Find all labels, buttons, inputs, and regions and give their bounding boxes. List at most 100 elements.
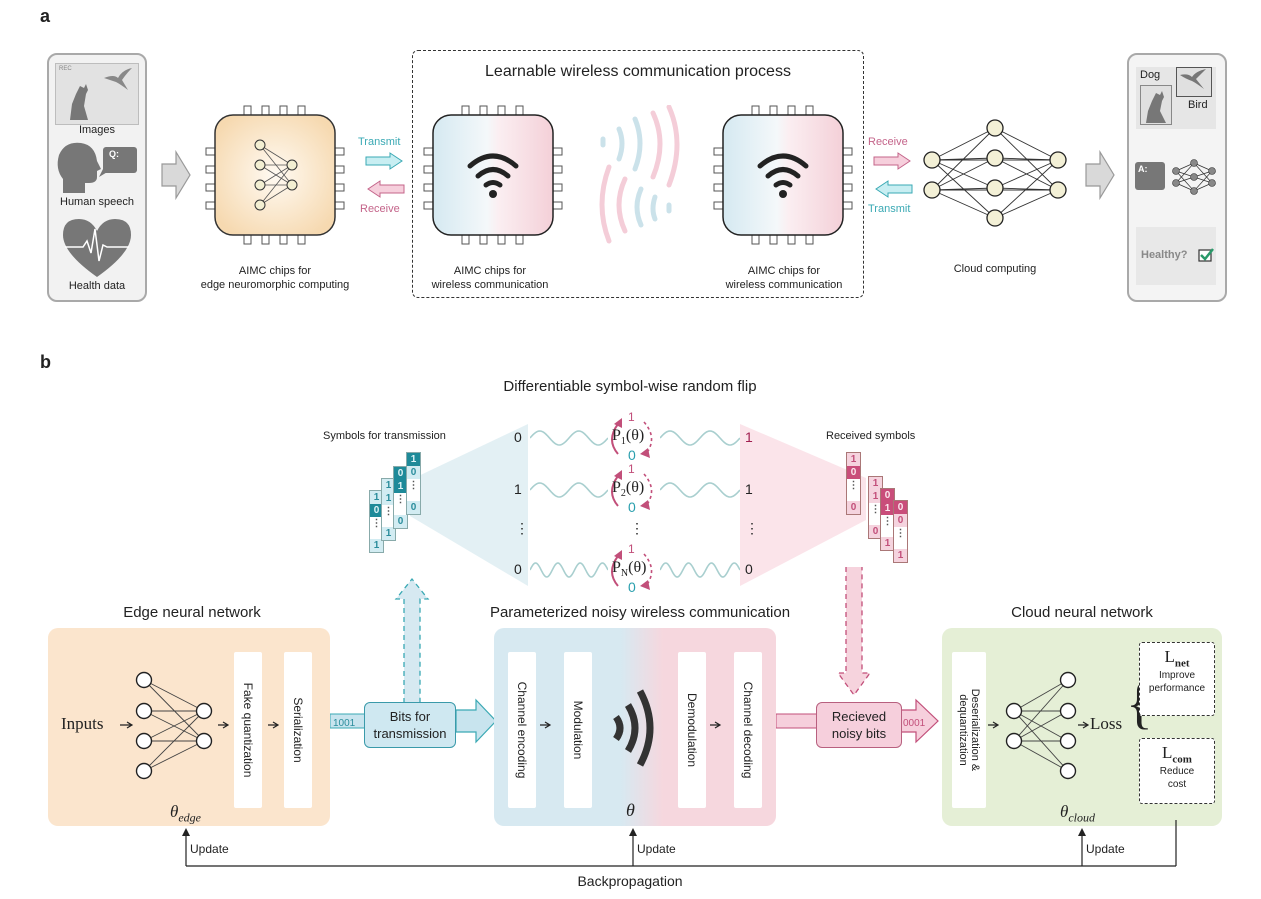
update-cloud-label: Update <box>1086 842 1125 856</box>
l-com-box: Lcom Reduce cost <box>1139 738 1215 804</box>
dog-label: Dog <box>1140 69 1161 81</box>
transmit-arrow-icon <box>365 152 403 170</box>
image-thumbnail: REC <box>55 63 139 125</box>
classification-result: Dog Bird <box>1136 67 1216 129</box>
flip-probability: P1(θ) <box>612 427 645 448</box>
theta-symbol: θ <box>1060 802 1069 821</box>
fake-quantization-block: Fake quantization <box>234 652 262 808</box>
channel-tx-symbol: 1 <box>514 481 522 497</box>
serialization-block: Serialization <box>284 652 312 808</box>
rx-ellipsis: ⋮ <box>745 520 759 536</box>
l-com-letter: L <box>1162 743 1173 762</box>
arrow-icon <box>218 721 230 729</box>
flip-ellipsis: ⋮ <box>630 520 644 536</box>
tx-symbol-cell: 1 <box>382 492 395 505</box>
cloud-receive-arrow-icon <box>873 152 911 170</box>
tx-symbol-cell: ⋮ <box>382 505 395 527</box>
deser-line2: dequantization <box>957 694 969 766</box>
backpropagation-lines <box>182 820 1177 867</box>
channel-decoding-block: Channel decoding <box>734 652 762 808</box>
rx-symbol-cell: 0 <box>847 466 860 479</box>
arrow-icon <box>1078 721 1090 729</box>
channel-tx-symbol: 0 <box>514 429 522 445</box>
tx-symbol-cell: 1 <box>407 453 420 466</box>
rx-symbol-cell: 1 <box>894 549 907 562</box>
rx-projection-wedge <box>740 424 866 586</box>
rx-symbol-cell: ⋮ <box>894 527 907 549</box>
channel-rx-symbol: 1 <box>745 481 753 497</box>
edge-receive-label: Receive <box>360 203 400 215</box>
modulation-block: Modulation <box>564 652 592 808</box>
cloud-transmit-label: Transmit <box>868 203 911 215</box>
theta-cloud-subscript: cloud <box>1068 810 1096 825</box>
inputs-label: Inputs <box>61 714 104 733</box>
health-data-label: Health data <box>68 280 126 292</box>
wifi-icon <box>467 153 519 188</box>
bits-rx-line1: Recieved <box>831 709 887 724</box>
l-net-letter: L <box>1164 647 1175 666</box>
tx-symbol-cell: ⋮ <box>407 479 420 501</box>
rx-symbol-cell: 1 <box>881 537 894 550</box>
carrier-wave <box>530 430 608 446</box>
cloud-nn-title: Cloud neural network <box>1011 604 1153 621</box>
carrier-wave <box>530 562 608 578</box>
backpropagation-label: Backpropagation <box>577 873 683 889</box>
rx-symbol-cell: 0 <box>869 525 882 538</box>
l-net-desc-line2: performance <box>1148 683 1206 695</box>
flip-arrows-icon <box>611 470 653 510</box>
deser-line1: Deserialization & <box>969 688 981 772</box>
answer-bubble: A: <box>1135 162 1165 190</box>
cloud-nn-box: Deserialization & dequantization Loss { … <box>942 628 1222 826</box>
tx-symbol-cell: 0 <box>370 504 383 517</box>
receive-arrow-icon <box>367 180 405 198</box>
l-com-desc-line2: cost <box>1167 779 1187 791</box>
rx-symbol-cell: 0 <box>847 501 860 514</box>
human-speech-icon <box>57 142 137 193</box>
edge-nn-box: Inputs Fake quantization Serialization θ… <box>48 628 330 826</box>
channel-encoding-label: Channel encoding <box>515 681 529 779</box>
carrier-wave <box>660 482 740 498</box>
deserialization-label: Deserialization & dequantization <box>957 689 981 772</box>
tx-dashed-up-arrow <box>394 577 430 703</box>
dog-bird-icon <box>70 68 132 120</box>
input-modalities-card: REC Images Q: Human speech Health data <box>47 53 147 302</box>
rx-symbol-cell: ⋮ <box>847 479 860 501</box>
rx-symbol-cell: 0 <box>894 514 907 527</box>
theta-symbol: θ <box>170 802 179 821</box>
update-edge-label: Update <box>190 842 229 856</box>
rx-symbol-cell: 0 <box>894 501 907 514</box>
arrow-icon <box>710 721 722 729</box>
tx-symbol-cell: ⋮ <box>370 517 383 539</box>
inputs-arrow-icon <box>120 721 134 729</box>
bits-tx-pipe <box>330 698 497 744</box>
l-com-desc-line1: Reduce <box>1159 766 1195 778</box>
tx-symbol-cell: 1 <box>382 479 395 492</box>
health-result: Healthy? <box>1136 227 1216 285</box>
flip-arrows-icon <box>611 550 653 590</box>
healthy-label: Healthy? <box>1141 249 1188 261</box>
rx-dashed-down-arrow <box>836 567 872 697</box>
deserialization-block: Deserialization & dequantization <box>952 652 986 808</box>
channel-tx-symbol: 0 <box>514 561 522 577</box>
flip-bottom-symbol: 0 <box>628 447 636 463</box>
edge-aimc-chip <box>205 105 345 245</box>
answer-bubble-text: A: <box>1138 164 1148 174</box>
rx-wireless-chip-caption: AIMC chips for wireless communication <box>694 264 874 292</box>
theta-edge-subscript: edge <box>178 810 202 825</box>
bird-icon <box>1176 67 1212 97</box>
rx-wireless-aimc-chip <box>713 105 853 245</box>
loss-label: Loss <box>1090 714 1123 733</box>
tx-symbol-cell: 0 <box>407 501 420 514</box>
tx-symbol-cell: 1 <box>394 480 407 493</box>
bits-rx-value: 0001 <box>903 718 926 729</box>
l-net-subscript: net <box>1174 657 1190 670</box>
theta-wireless: θ <box>626 800 635 820</box>
rx-symbol-cell: ⋮ <box>869 503 882 525</box>
symbols-rx-label: Received symbols <box>826 430 916 442</box>
tx-symbol-cell: 1 <box>382 527 395 540</box>
